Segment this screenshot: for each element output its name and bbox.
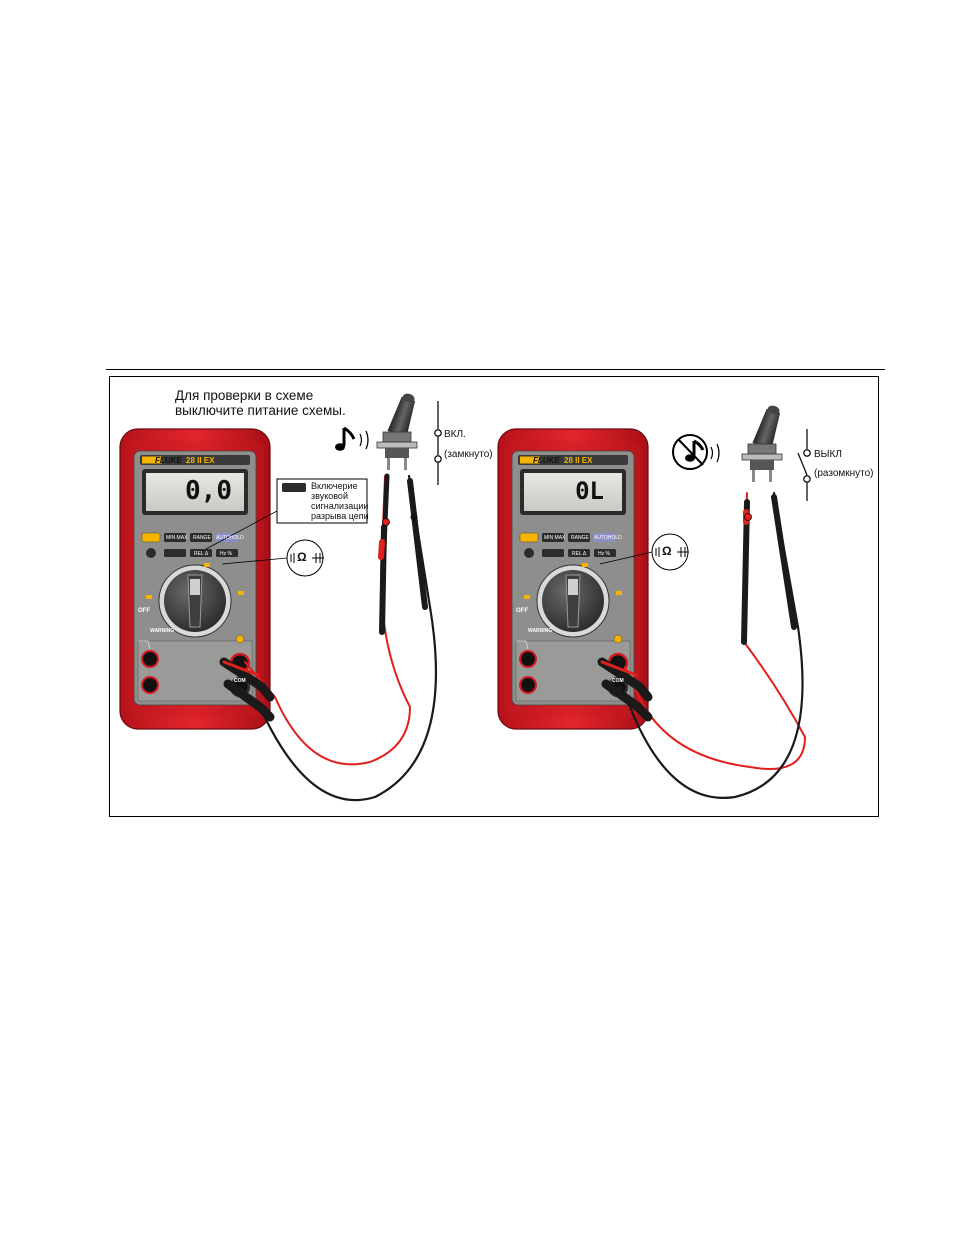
com-label-right: COM (612, 677, 624, 686)
beep-off-icon (673, 435, 719, 469)
rel-label-right: REL Δ (572, 550, 586, 559)
autohold-label-left: AUTOHOLD (216, 534, 244, 543)
toggle-switch-open (742, 404, 783, 482)
display-reading-right: 0L (526, 473, 622, 509)
off-label-left: OFF (138, 607, 150, 616)
hz-label-left: Hz % (220, 550, 232, 559)
rel-label-left: REL Δ (194, 550, 208, 559)
callout-line-3: сигнализации (311, 501, 368, 511)
model-left: 28 II EX (186, 456, 214, 465)
beep-on-icon (335, 428, 368, 451)
callout-line-2: звуковой (311, 491, 348, 501)
schematic-switch-open (798, 429, 810, 501)
autohold-label-right: AUTOHOLD (594, 534, 622, 543)
display-reading-left: 0,0 (148, 473, 244, 509)
ohm-symbol-left: Ω (297, 551, 307, 563)
warning-label-left: WARNING (150, 627, 174, 636)
minmax-label-left: MIN MAX (166, 534, 187, 543)
switch-off-state: (разомкнуто) (814, 468, 874, 480)
instruction-line-2: выключите питание схемы. (175, 403, 346, 418)
model-right: 28 II EX (564, 456, 592, 465)
off-label-right: OFF (516, 607, 528, 616)
range-label-right: RANGE (571, 534, 589, 543)
switch-on-state: (замкнуто) (444, 449, 493, 461)
callout-line-4: разрыва цепи (311, 511, 369, 521)
figure-frame: Для проверки в схеме выключите питание с… (109, 376, 879, 817)
brand-left: FLUKE (155, 456, 182, 465)
hz-label-right: Hz % (598, 550, 610, 559)
callout-line-1: Включерие (311, 481, 358, 491)
range-label-left: RANGE (193, 534, 211, 543)
schematic-switch-closed (435, 401, 441, 485)
warning-label-right: WARNING (528, 627, 552, 636)
switch-off-label: ВЫКЛ (814, 449, 842, 461)
com-label-left: COM (234, 677, 246, 686)
header-rule (106, 369, 885, 370)
brand-right: FLUKE (533, 456, 560, 465)
instruction-line-1: Для проверки в схеме (175, 388, 313, 403)
minmax-label-right: MIN MAX (544, 534, 565, 543)
diagram-canvas (110, 377, 880, 818)
switch-on-label: ВКЛ. (444, 429, 466, 441)
toggle-switch-closed (377, 392, 418, 470)
ohm-symbol-right: Ω (662, 545, 672, 557)
